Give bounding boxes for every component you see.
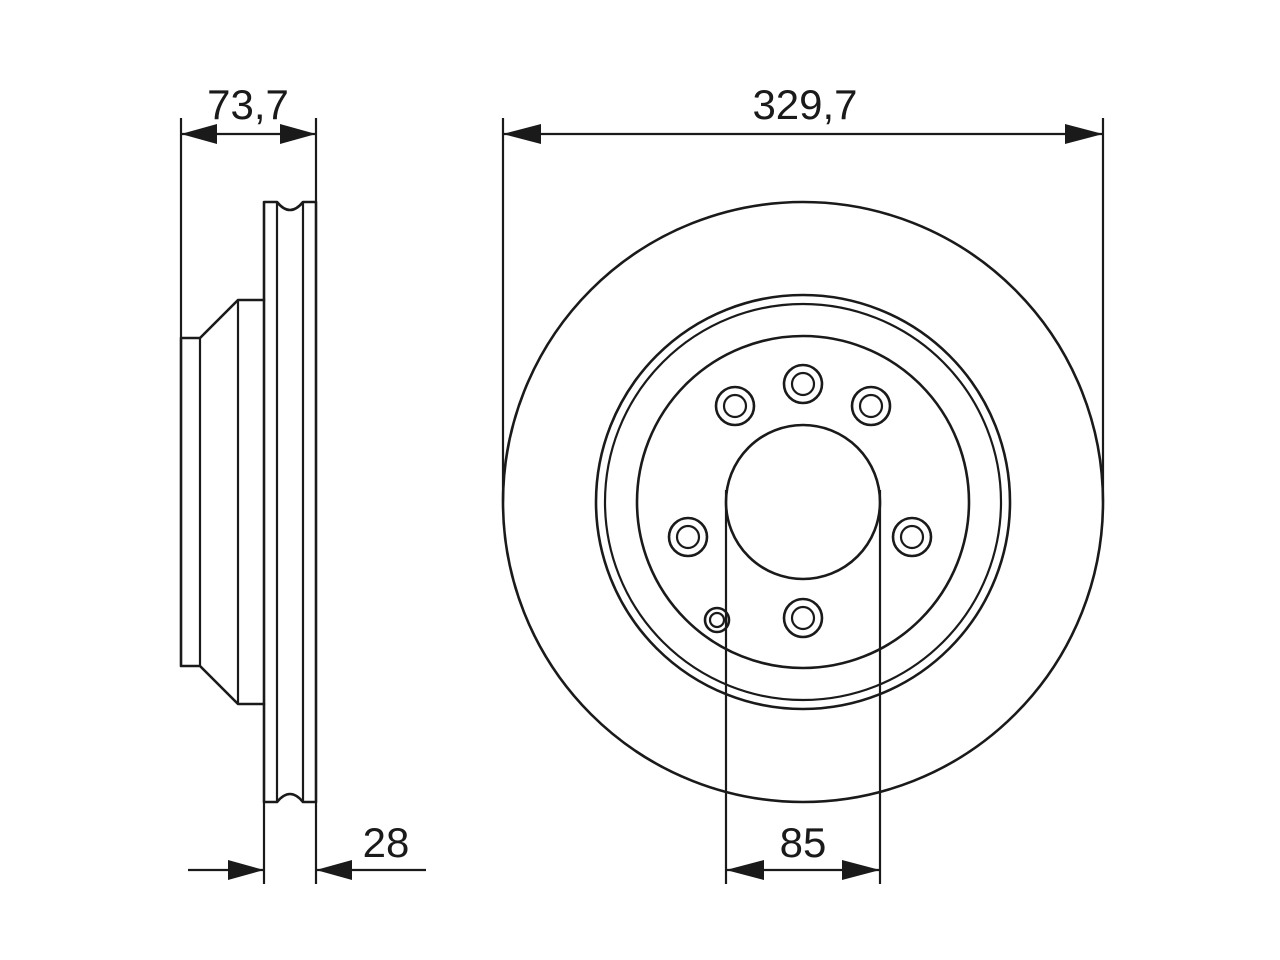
arrow-in-left	[228, 860, 264, 880]
hat-outer-edge	[603, 302, 1003, 702]
hub-face-edge	[635, 334, 971, 670]
arrow-left	[726, 860, 764, 880]
arrow-left	[503, 124, 541, 144]
center-bore	[724, 423, 882, 581]
bolt-hole	[714, 385, 756, 427]
bolt-hole	[850, 385, 892, 427]
front-view: 329,7 85	[501, 81, 1105, 884]
hub-height-label: 73,7	[207, 81, 289, 128]
disc-outer-edge	[501, 200, 1105, 804]
diameter-label: 329,7	[752, 81, 857, 128]
arrow-left	[181, 124, 217, 144]
arrow-right	[1065, 124, 1103, 144]
side-view: 73,7 28	[179, 81, 426, 884]
bolt-hole	[667, 516, 709, 558]
arrow-right	[280, 124, 316, 144]
locating-hole	[703, 606, 731, 634]
bolt-hole	[782, 363, 824, 405]
bolt-holes	[667, 363, 933, 639]
braking-surface-inner-edge	[594, 293, 1012, 711]
bolt-hole	[782, 597, 824, 639]
bolt-hole	[891, 516, 933, 558]
bore-label: 85	[780, 819, 827, 866]
disc-outline	[262, 200, 318, 804]
arrow-in-right	[316, 860, 352, 880]
hub-outline	[179, 298, 266, 706]
arrow-right	[842, 860, 880, 880]
thickness-label: 28	[363, 819, 410, 866]
